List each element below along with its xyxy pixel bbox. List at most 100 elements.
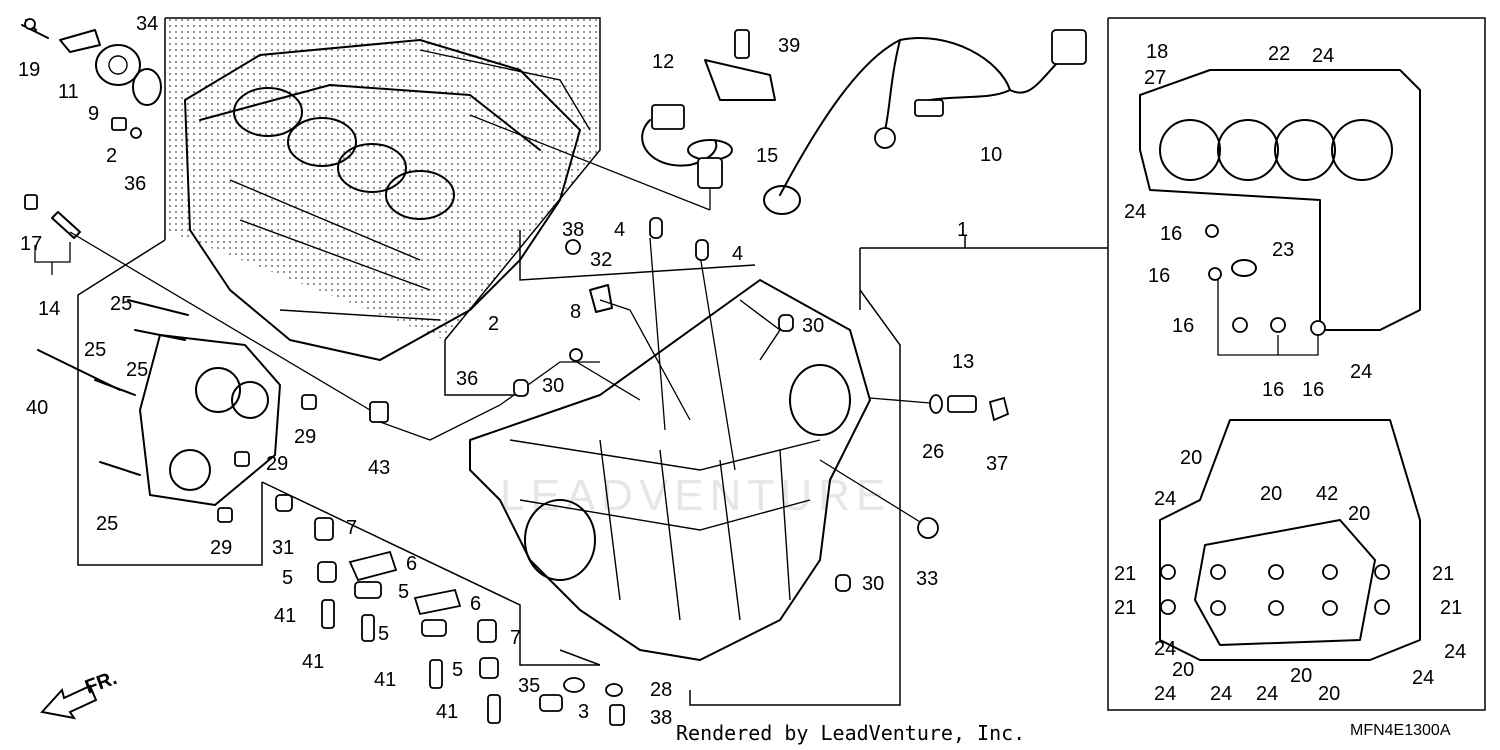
callout: 21 xyxy=(1432,563,1454,585)
crankcase-bolts-lower[interactable] xyxy=(314,517,501,724)
wire-harness[interactable] xyxy=(763,29,1087,215)
side-cover[interactable] xyxy=(37,299,317,523)
callout: 28 xyxy=(650,679,672,701)
sensor-43[interactable] xyxy=(69,231,600,441)
callout: 20 xyxy=(1180,447,1202,469)
callout: 25 xyxy=(126,359,148,381)
callout: 16 xyxy=(1172,315,1194,337)
callout: 12 xyxy=(652,51,674,73)
callout: 11 xyxy=(58,81,79,103)
speed-sensor-assy[interactable] xyxy=(469,29,776,211)
callout: 24 xyxy=(1412,667,1434,689)
callout: 24 xyxy=(1210,683,1232,705)
diagram-code: MFN4E1300A xyxy=(1350,722,1451,739)
lower-case-detail[interactable] xyxy=(1159,419,1421,661)
callout: 5 xyxy=(282,567,293,589)
neutral-switch-assy[interactable] xyxy=(917,394,1010,539)
callout: 25 xyxy=(110,293,132,315)
credit-line: Rendered by LeadVenture, Inc. xyxy=(676,721,1025,745)
callout: 15 xyxy=(756,145,778,167)
callout: 5 xyxy=(398,581,409,603)
callout: 24 xyxy=(1256,683,1278,705)
callout: 19 xyxy=(18,59,40,81)
callout: 6 xyxy=(406,553,417,575)
callout: 24 xyxy=(1444,641,1466,663)
front-direction-marker: FR. xyxy=(40,667,120,720)
callout: 41 xyxy=(302,651,324,673)
callout: 5 xyxy=(452,659,463,681)
callout: 1 xyxy=(957,219,968,241)
callout: 5 xyxy=(378,623,389,645)
callout: 9 xyxy=(88,103,99,125)
callout: 17 xyxy=(20,233,42,255)
callout: 43 xyxy=(368,457,390,479)
callout: 41 xyxy=(374,669,396,691)
callout: 16 xyxy=(1148,265,1170,287)
callout: 30 xyxy=(802,315,824,337)
callout: 30 xyxy=(862,573,884,595)
callout: 35 xyxy=(518,675,540,697)
callout: 4 xyxy=(732,243,743,265)
callout: 8 xyxy=(570,301,581,323)
callout: 29 xyxy=(210,537,232,559)
callout: 6 xyxy=(470,593,481,615)
callout: 20 xyxy=(1318,683,1340,705)
callout: 24 xyxy=(1124,201,1146,223)
callout: 25 xyxy=(84,339,106,361)
callout: 38 xyxy=(650,707,672,729)
drain-plug-assy[interactable] xyxy=(539,677,625,726)
callout: 27 xyxy=(1144,67,1166,89)
callout: 36 xyxy=(124,173,146,195)
callout: 21 xyxy=(1114,563,1136,585)
svg-text:FR.: FR. xyxy=(82,667,120,699)
callout: 24 xyxy=(1154,683,1176,705)
callout: 25 xyxy=(96,513,118,535)
callout-labels: 19 11 9 34 2 36 17 14 25 25 25 40 25 29 … xyxy=(18,13,1466,729)
callout: 21 xyxy=(1114,597,1136,619)
callout: 33 xyxy=(916,568,938,590)
callout: 16 xyxy=(1302,379,1324,401)
callout: 29 xyxy=(266,453,288,475)
callout: 32 xyxy=(590,249,612,271)
callout: 29 xyxy=(294,426,316,448)
callout: 37 xyxy=(986,453,1008,475)
callout: 24 xyxy=(1350,361,1372,383)
callout: 13 xyxy=(952,351,974,373)
callout: 20 xyxy=(1290,665,1312,687)
callout: 42 xyxy=(1316,483,1338,505)
callout: 16 xyxy=(1160,223,1182,245)
callout: 2 xyxy=(106,145,117,167)
lower-crankcase[interactable] xyxy=(469,279,871,666)
callout: 39 xyxy=(778,35,800,57)
callout: 31 xyxy=(272,537,294,559)
watermark: LEADVENTURE xyxy=(500,471,891,520)
callout: 14 xyxy=(38,298,60,320)
bolts-left[interactable] xyxy=(24,117,142,275)
callout: 23 xyxy=(1272,239,1294,261)
callout: 24 xyxy=(1154,638,1176,660)
callout: 20 xyxy=(1348,503,1370,525)
callout: 16 xyxy=(1262,379,1284,401)
callout: 30 xyxy=(542,375,564,397)
oil-pressure-switch-assy[interactable] xyxy=(21,18,162,106)
callout: 34 xyxy=(136,13,158,35)
callout: 41 xyxy=(274,605,296,627)
callout: 26 xyxy=(922,441,944,463)
dowels-and-collars[interactable] xyxy=(513,217,851,592)
upper-case-detail[interactable] xyxy=(1107,17,1486,711)
callout: 36 xyxy=(456,368,478,390)
callout: 20 xyxy=(1172,659,1194,681)
callout: 41 xyxy=(436,701,458,723)
callout: 21 xyxy=(1440,597,1462,619)
callout: 2 xyxy=(488,313,499,335)
callout: 7 xyxy=(346,517,357,539)
callout: 20 xyxy=(1260,483,1282,505)
crankcase-frame xyxy=(261,230,1108,706)
callout: 22 xyxy=(1268,43,1290,65)
callout: 7 xyxy=(510,627,521,649)
callout: 24 xyxy=(1154,488,1176,510)
callout: 4 xyxy=(614,219,625,241)
callout: 40 xyxy=(26,397,48,419)
callout: 38 xyxy=(562,219,584,241)
